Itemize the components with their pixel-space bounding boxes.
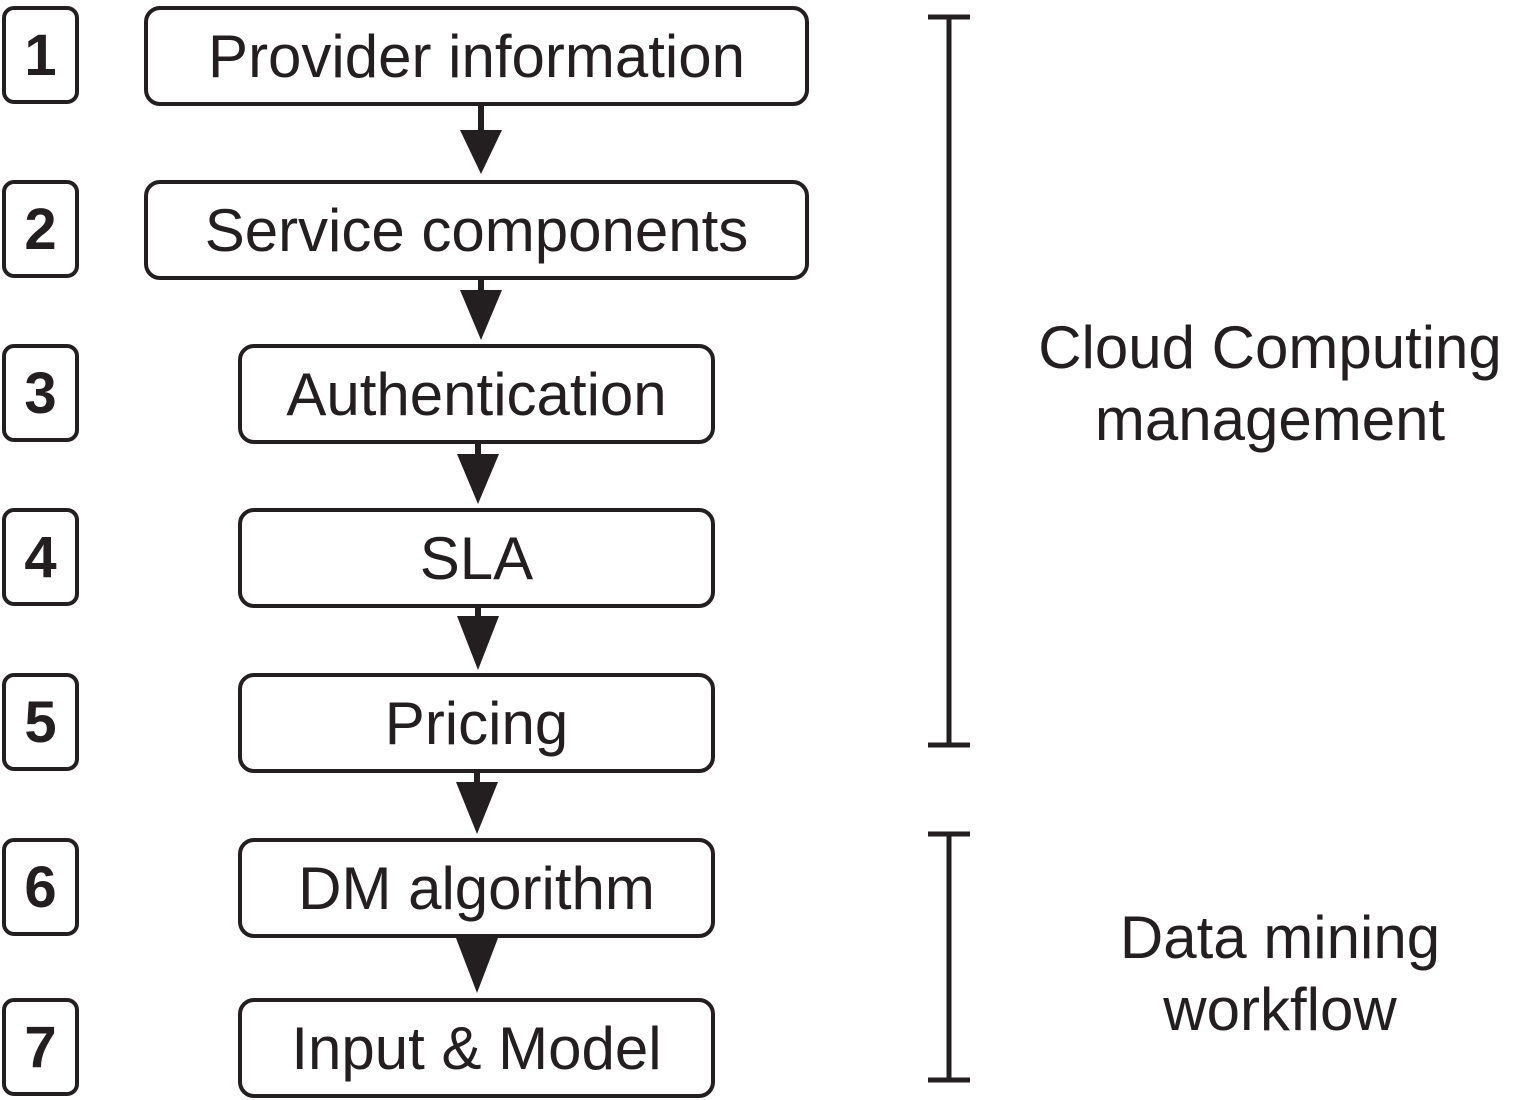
bracket-cloud-computing [928, 14, 970, 748]
step-box-pricing: Pricing [238, 673, 715, 773]
flow-arrow-3-4 [457, 444, 499, 504]
step-number-4: 4 [2, 508, 79, 606]
step-box-service-components: Service components [144, 180, 809, 280]
group-label-line-1: Cloud Computing [1038, 314, 1502, 381]
step-number-2: 2 [2, 180, 79, 278]
group-label-data-mining: Data mining workflow [1030, 902, 1525, 1046]
flow-arrow-5-6 [456, 771, 498, 834]
step-box-provider-information: Provider information [144, 6, 809, 106]
group-label-line-2: management [1094, 386, 1446, 453]
flow-arrow-1-2 [460, 106, 502, 174]
step-number-1: 1 [2, 6, 79, 104]
step-number-5: 5 [2, 673, 79, 771]
step-number-6: 6 [2, 838, 79, 936]
group-label-line-1: Data mining [1119, 904, 1441, 971]
step-box-dm-algorithm: DM algorithm [238, 838, 715, 938]
step-box-sla: SLA [238, 508, 715, 608]
step-number-7: 7 [2, 998, 79, 1096]
flow-arrow-6-7 [456, 938, 498, 993]
step-box-authentication: Authentication [238, 344, 715, 444]
flow-arrow-4-5 [457, 607, 499, 670]
step-number-3: 3 [2, 344, 79, 442]
group-label-line-2: workflow [1163, 976, 1397, 1043]
group-label-cloud-computing: Cloud Computing management [1020, 312, 1520, 456]
flow-arrow-2-3 [460, 280, 502, 340]
bracket-data-mining [928, 831, 970, 1083]
step-box-input-model: Input & Model [238, 998, 715, 1098]
